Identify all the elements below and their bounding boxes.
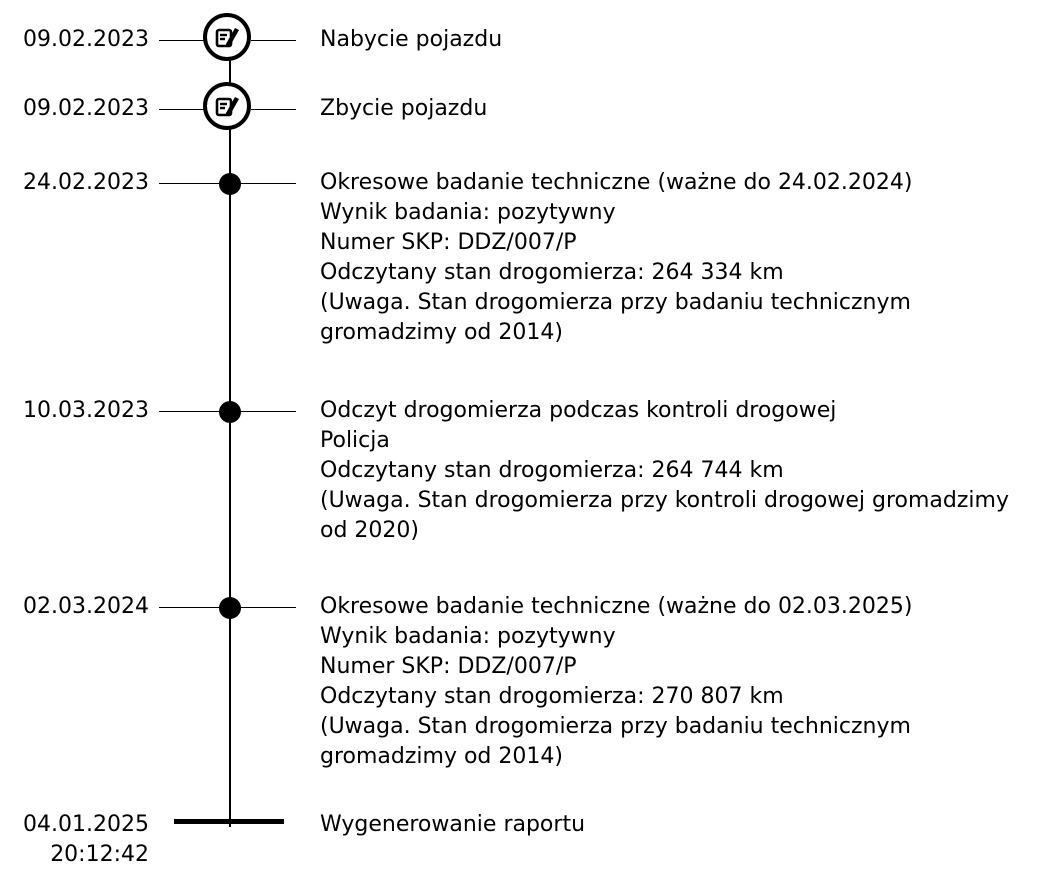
event-date: 09.02.2023 — [23, 27, 149, 52]
event-line: (Uwaga. Stan drogomierza przy badaniu te… — [320, 714, 911, 739]
event-description: Odczyt drogomierza podczas kontroli drog… — [320, 396, 1045, 546]
connector-line — [237, 411, 296, 412]
event-line: gromadzimy od 2014) — [320, 744, 563, 769]
connector-line — [251, 40, 296, 41]
timeline-event: 10.03.2023 Odczyt drogomierza podczas ko… — [0, 396, 1051, 543]
connector-line — [159, 411, 223, 412]
event-line: gromadzimy od 2014) — [320, 320, 563, 345]
timeline-end-bar — [174, 819, 284, 824]
event-line: (Uwaga. Stan drogomierza przy badaniu te… — [320, 290, 911, 315]
timeline-event: 09.02.2023 Zbycie pojazdu — [0, 82, 1051, 130]
connector-line — [159, 40, 209, 41]
event-line: Odczyt drogomierza podczas kontroli drog… — [320, 398, 837, 423]
connector-line — [237, 183, 296, 184]
event-dot — [219, 173, 241, 195]
event-description: Okresowe badanie techniczne (ważne do 24… — [320, 168, 1045, 348]
connector-line — [159, 109, 209, 110]
event-date: 02.03.2024 — [23, 594, 149, 619]
timeline-spine — [229, 40, 231, 827]
event-line: Odczytany stan drogomierza: 270 807 km — [320, 684, 784, 709]
event-line: Okresowe badanie techniczne (ważne do 24… — [320, 170, 913, 195]
event-line: Odczytany stan drogomierza: 264 744 km — [320, 458, 784, 483]
event-description: Nabycie pojazdu — [320, 25, 1045, 55]
event-dot — [219, 597, 241, 619]
report-date: 04.01.2025 — [23, 812, 149, 837]
event-line: Wynik badania: pozytywny — [320, 200, 616, 225]
timeline-event: 24.02.2023 Okresowe badanie techniczne (… — [0, 168, 1051, 345]
event-date: 10.03.2023 — [23, 398, 149, 423]
event-dot — [219, 401, 241, 423]
connector-line — [159, 183, 223, 184]
timeline-event: 02.03.2024 Okresowe badanie techniczne (… — [0, 592, 1051, 769]
document-edit-icon — [203, 82, 251, 130]
event-line: od 2020) — [320, 518, 419, 543]
timeline-event: 09.02.2023 Nabycie pojazdu — [0, 13, 1051, 61]
event-line: Odczytany stan drogomierza: 264 334 km — [320, 260, 784, 285]
event-line: Policja — [320, 428, 390, 453]
event-line: Nabycie pojazdu — [320, 27, 503, 52]
event-date: 24.02.2023 — [23, 170, 149, 195]
report-time: 20:12:42 — [50, 842, 149, 867]
timeline-end-event: 04.01.2025 20:12:42 Wygenerowanie raport… — [0, 810, 1051, 867]
document-edit-icon — [203, 13, 251, 61]
report-datetime: 04.01.2025 20:12:42 — [0, 810, 149, 870]
connector-line — [251, 109, 296, 110]
report-label: Wygenerowanie raportu — [320, 812, 586, 837]
event-description: Wygenerowanie raportu — [320, 810, 1045, 840]
event-line: Numer SKP: DDZ/007/P — [320, 230, 577, 255]
event-description: Zbycie pojazdu — [320, 94, 1045, 124]
event-line: Numer SKP: DDZ/007/P — [320, 654, 577, 679]
event-line: Okresowe badanie techniczne (ważne do 02… — [320, 594, 913, 619]
event-line: (Uwaga. Stan drogomierza przy kontroli d… — [320, 488, 1009, 513]
event-line: Wynik badania: pozytywny — [320, 624, 616, 649]
event-date: 09.02.2023 — [23, 96, 149, 121]
connector-line — [237, 607, 296, 608]
event-line: Zbycie pojazdu — [320, 96, 488, 121]
event-description: Okresowe badanie techniczne (ważne do 02… — [320, 592, 1045, 772]
connector-line — [159, 607, 223, 608]
